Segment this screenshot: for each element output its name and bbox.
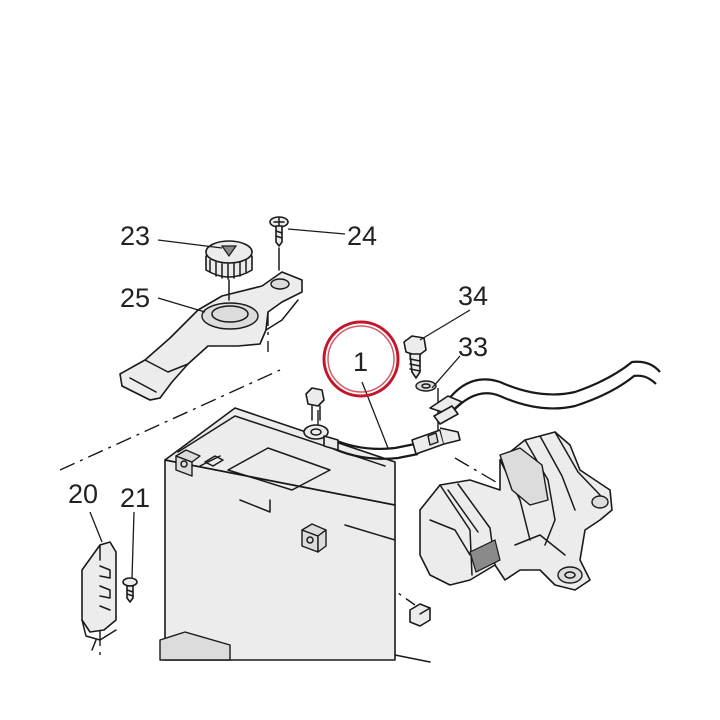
hold-down-bracket[interactable] <box>119 271 303 401</box>
highlight-ring <box>322 320 400 398</box>
ground-cable[interactable] <box>303 360 661 460</box>
terminal-bolt[interactable] <box>305 387 325 421</box>
engine-casting[interactable] <box>419 431 613 591</box>
callout-20: 20 <box>68 479 98 509</box>
screw-clip[interactable] <box>122 577 138 603</box>
battery[interactable] <box>159 407 431 663</box>
callout-25: 25 <box>120 283 150 313</box>
terminal-nut[interactable] <box>409 603 431 627</box>
bolt[interactable] <box>403 335 427 379</box>
battery-clip[interactable] <box>81 541 117 651</box>
callout-33: 33 <box>458 332 488 362</box>
callout-34: 34 <box>458 281 488 311</box>
callout-21: 21 <box>120 483 150 513</box>
leader-lines <box>89 228 471 579</box>
callout-24: 24 <box>347 221 377 251</box>
callout-23: 23 <box>120 221 150 251</box>
callout-1: 1 <box>353 347 368 377</box>
screw-top[interactable] <box>269 216 289 271</box>
callout-labels: 23 24 25 34 33 1 20 21 <box>68 221 488 513</box>
grommet-cap[interactable] <box>205 240 253 301</box>
